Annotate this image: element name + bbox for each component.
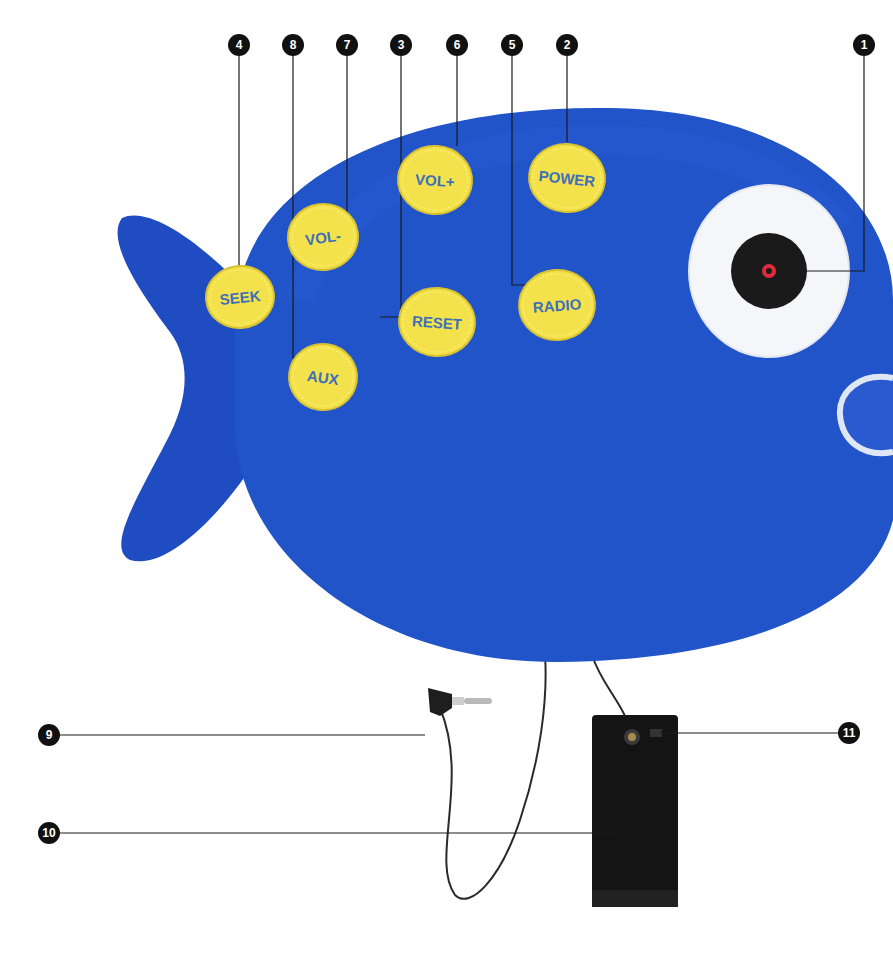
callout-number: 11: [838, 722, 860, 744]
audio-cable: [440, 655, 546, 899]
button-label: VOL+: [415, 170, 456, 190]
fish-lips: [840, 377, 893, 453]
callout-number: 1: [853, 34, 875, 56]
fish-body: [235, 108, 893, 662]
button-patch: SEEK: [201, 260, 280, 333]
button-label: RADIO: [532, 295, 581, 315]
button-shape: [203, 263, 277, 332]
callout-number: 10: [38, 822, 60, 844]
leader-lines: [60, 56, 864, 833]
callout-number: 9: [38, 724, 60, 746]
button-shape: [517, 267, 598, 342]
button-stitch: [288, 204, 357, 270]
button-stitch: [530, 145, 604, 212]
button-patch: AUX: [282, 337, 363, 416]
button-stitch: [401, 290, 473, 355]
button-patch: RADIO: [515, 265, 600, 344]
button-label: RESET: [411, 312, 462, 332]
power-led: [762, 264, 776, 278]
button-stitch: [400, 148, 470, 212]
power-cable: [592, 655, 625, 716]
led-center: [766, 268, 772, 274]
callout-number: 6: [446, 34, 468, 56]
button-stitch: [521, 272, 593, 339]
callout-number: 7: [336, 34, 358, 56]
button-shape: [396, 144, 475, 217]
button-stitch: [207, 267, 272, 327]
callout-number: 2: [556, 34, 578, 56]
button-stitch: [289, 344, 356, 410]
callout-number: 5: [501, 34, 523, 56]
button-patch: VOL-: [281, 197, 364, 277]
button-shape: [397, 285, 478, 358]
callout-number: 3: [390, 34, 412, 56]
audio-jack: [428, 688, 492, 716]
callout-number: 4: [228, 34, 250, 56]
button-patch: POWER: [523, 138, 610, 218]
button-shape: [285, 340, 362, 415]
battery-box: [592, 715, 678, 907]
callout-number: 8: [282, 34, 304, 56]
button-patch: VOL+: [394, 141, 477, 218]
button-shape: [526, 140, 609, 216]
button-patch: RESET: [395, 283, 480, 360]
button-shape: [284, 199, 363, 274]
